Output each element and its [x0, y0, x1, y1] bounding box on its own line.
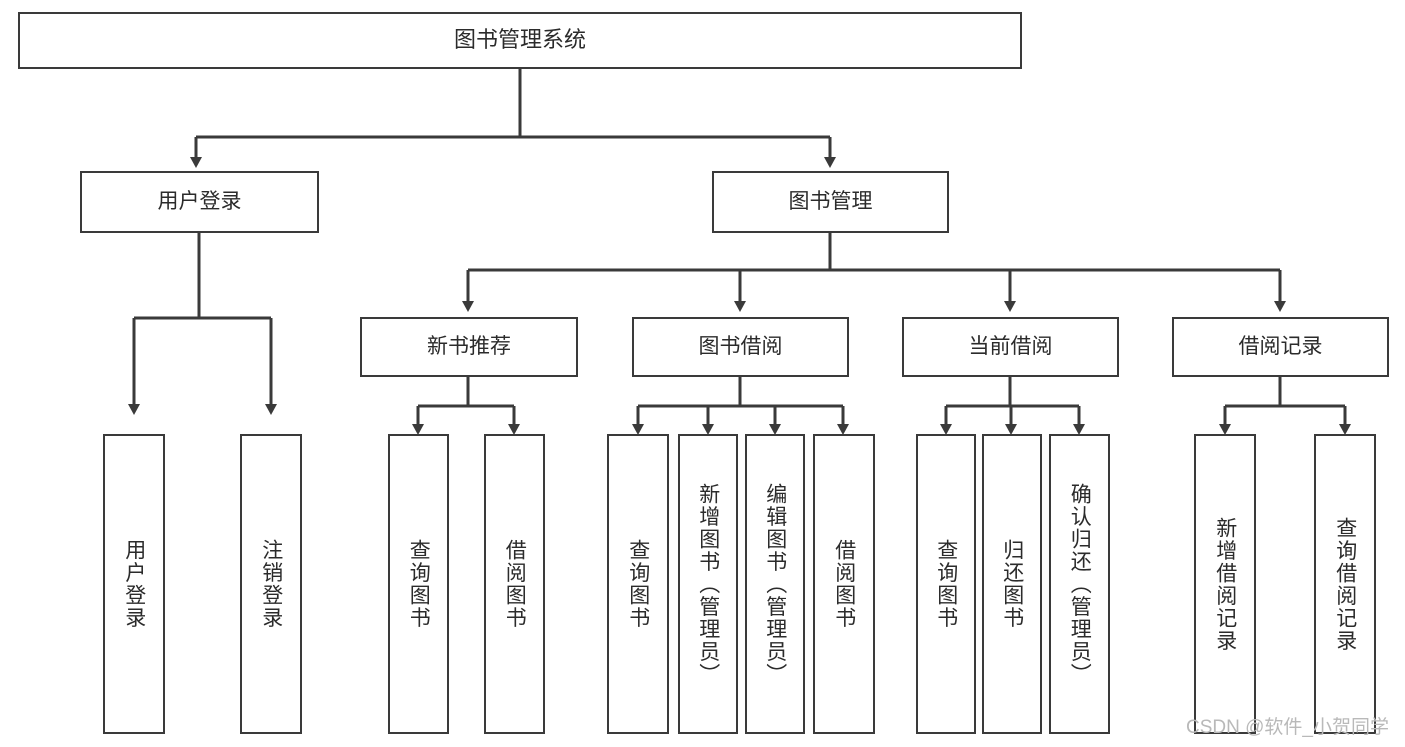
- leaf-borrow-book-recommend[interactable]: 借阅图书: [484, 434, 545, 734]
- node-label: 借阅图书: [832, 539, 856, 629]
- node-borrow-record[interactable]: 借阅记录: [1172, 317, 1389, 377]
- node-label: 新书推荐: [427, 335, 511, 359]
- node-label: 图书管理: [788, 190, 873, 214]
- node-book-management[interactable]: 图书管理: [712, 171, 949, 233]
- node-label: 查询图书: [626, 539, 650, 629]
- leaf-add-borrow-record[interactable]: 新增借阅记录: [1194, 434, 1256, 734]
- leaf-return-book[interactable]: 归还图书: [982, 434, 1042, 734]
- leaf-confirm-return-admin[interactable]: 确认归还（管理员）: [1049, 434, 1110, 734]
- node-label: 查询图书: [934, 539, 958, 629]
- node-label: 借阅图书: [503, 539, 527, 629]
- leaf-edit-book-admin[interactable]: 编辑图书（管理员）: [745, 434, 805, 734]
- node-user-login[interactable]: 用户登录: [80, 171, 319, 233]
- node-new-book-recommend[interactable]: 新书推荐: [360, 317, 578, 377]
- leaf-logout-login[interactable]: 注销登录: [240, 434, 302, 734]
- node-label: 图书借阅: [698, 335, 783, 359]
- node-label: 图书管理系统: [453, 27, 586, 53]
- leaf-add-book-admin[interactable]: 新增图书（管理员）: [678, 434, 738, 734]
- node-label: 注销登录: [259, 539, 283, 629]
- leaf-borrow-book[interactable]: 借阅图书: [813, 434, 875, 734]
- node-label: 编辑图书（管理员）: [763, 482, 787, 686]
- node-label: 用户登录: [122, 539, 146, 629]
- node-root-book-management-system[interactable]: 图书管理系统: [18, 12, 1022, 69]
- csdn-watermark: CSDN @软件_小贺同学: [1186, 717, 1389, 738]
- leaf-query-book-borrow[interactable]: 查询图书: [607, 434, 669, 734]
- node-label: 当前借阅: [968, 335, 1053, 359]
- node-label: 查询借阅记录: [1333, 516, 1357, 652]
- node-label: 确认归还（管理员）: [1068, 482, 1092, 686]
- node-book-borrow[interactable]: 图书借阅: [632, 317, 849, 377]
- node-label: 新增图书（管理员）: [696, 482, 720, 686]
- node-label: 用户登录: [157, 190, 242, 214]
- node-label: 新增借阅记录: [1213, 516, 1237, 652]
- node-label: 归还图书: [1000, 539, 1024, 629]
- leaf-query-borrow-record[interactable]: 查询借阅记录: [1314, 434, 1376, 734]
- leaf-query-book-current[interactable]: 查询图书: [916, 434, 976, 734]
- leaf-query-book-recommend[interactable]: 查询图书: [388, 434, 449, 734]
- node-current-borrow[interactable]: 当前借阅: [902, 317, 1119, 377]
- node-label: 借阅记录: [1238, 335, 1323, 359]
- leaf-user-login[interactable]: 用户登录: [103, 434, 165, 734]
- node-label: 查询图书: [407, 539, 431, 629]
